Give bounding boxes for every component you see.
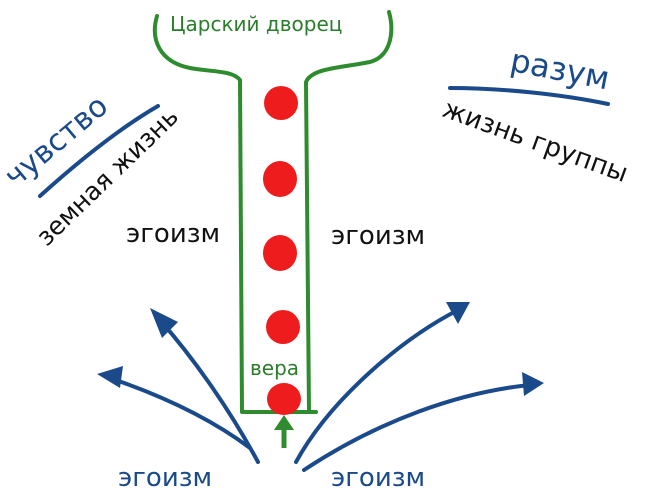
pillar-outline: [152, 10, 394, 414]
arrow-left-short-head: [97, 366, 123, 388]
dot-1: [264, 86, 298, 120]
arrow-left-tall-head: [150, 308, 178, 338]
feeling-underline: [38, 104, 160, 198]
arrow-right-tall: [294, 308, 460, 464]
faith-label: вера: [250, 356, 300, 380]
dot-2: [263, 161, 297, 197]
egoism-right-label: эгоизм: [331, 221, 426, 251]
arrow-right-tall-head: [446, 302, 470, 324]
egoism-bottom-right-label: эгоизм: [331, 463, 426, 493]
egoism-bottom-left-label: эгоизм: [118, 463, 213, 493]
arrow-left-tall: [158, 318, 260, 464]
dot-5: [267, 383, 301, 415]
palace-label: Царский дворец: [170, 12, 343, 36]
reason-underline: [448, 86, 610, 106]
faith-arrow-head: [274, 415, 294, 430]
arrow-left-short: [108, 376, 252, 450]
dot-4: [266, 310, 300, 344]
arrow-right-short: [302, 383, 532, 472]
arrow-right-short-head: [522, 372, 544, 396]
dot-3: [263, 235, 297, 271]
egoism-left-label: эгоизм: [126, 219, 221, 249]
